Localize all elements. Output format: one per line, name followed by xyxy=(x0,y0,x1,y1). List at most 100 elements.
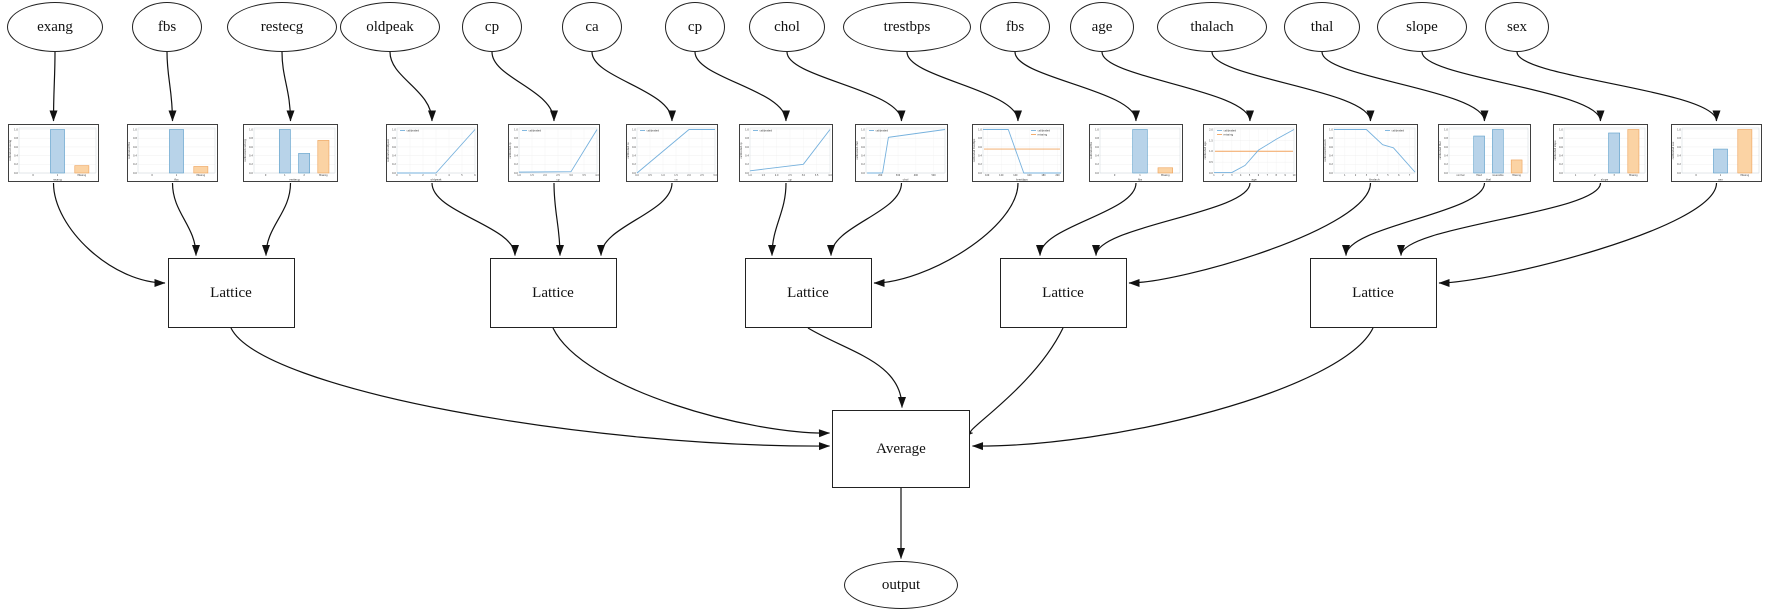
y-axis-label: calibrated cp xyxy=(739,142,743,159)
calibrated-bar xyxy=(1132,129,1148,174)
svg-text:reversible: reversible xyxy=(1492,174,1504,177)
calibrated-line xyxy=(749,129,831,172)
svg-text:0.8: 0.8 xyxy=(632,137,636,140)
svg-text:Missing: Missing xyxy=(78,174,87,177)
calibrated-line xyxy=(983,129,1061,174)
svg-text:0.4: 0.4 xyxy=(978,155,982,158)
svg-text:1.0: 1.0 xyxy=(861,128,865,131)
missing-bar xyxy=(1737,129,1753,174)
y-axis-label: calibrated slope xyxy=(1553,140,1557,160)
svg-text:0.6: 0.6 xyxy=(1677,146,1681,149)
edge-exang-to-chart xyxy=(49,51,58,122)
svg-text:0.6: 0.6 xyxy=(133,146,137,149)
legend-entry: calibrated xyxy=(407,128,420,132)
edge-chart-5-to-lattice-1 xyxy=(597,182,673,256)
svg-text:0.2: 0.2 xyxy=(978,163,982,166)
svg-text:0.8: 0.8 xyxy=(249,137,253,140)
svg-text:2.5: 2.5 xyxy=(788,174,792,177)
svg-text:400: 400 xyxy=(914,174,919,177)
edge-chart-6-to-lattice-2 xyxy=(768,182,787,256)
missing-bar xyxy=(1157,167,1173,174)
svg-text:0.4: 0.4 xyxy=(514,155,518,158)
svg-text:0.0: 0.0 xyxy=(14,172,18,175)
missing-bar xyxy=(317,140,330,174)
lattice-node-2: Lattice xyxy=(744,258,872,328)
svg-text:0.8: 0.8 xyxy=(392,137,396,140)
y-axis-label: calibrated sex xyxy=(1671,141,1675,159)
x-axis-label: thal xyxy=(1486,178,1492,182)
svg-text:0.2: 0.2 xyxy=(1329,163,1333,166)
edge-lattice-4-to-average xyxy=(972,327,1374,451)
svg-text:200: 200 xyxy=(1055,174,1060,177)
edge-chol-to-chart xyxy=(786,51,906,122)
lattice-node-4: Lattice xyxy=(1309,258,1437,328)
y-axis-label: calibrated oldpeak xyxy=(386,138,390,162)
svg-text:0.0: 0.0 xyxy=(978,172,982,175)
svg-text:0.0: 0.0 xyxy=(249,172,253,175)
svg-text:0.0: 0.0 xyxy=(1095,172,1099,175)
svg-text:1.0: 1.0 xyxy=(249,128,253,131)
y-axis-label: calibrated fbs xyxy=(127,141,131,159)
x-axis-label: restecg xyxy=(289,178,300,182)
svg-text:0.8: 0.8 xyxy=(1559,137,1563,140)
svg-text:1.0: 1.0 xyxy=(632,128,636,131)
feature-node-2-restecg: restecg xyxy=(227,2,337,52)
svg-text:1.0: 1.0 xyxy=(517,174,521,177)
svg-text:1.0: 1.0 xyxy=(1677,128,1681,131)
calibrated-bar xyxy=(50,129,65,174)
svg-text:fixed: fixed xyxy=(1476,174,1482,177)
svg-text:3: 3 xyxy=(1613,174,1615,177)
svg-text:1: 1 xyxy=(409,174,411,177)
svg-text:1.0: 1.0 xyxy=(1095,128,1099,131)
svg-text:0.2: 0.2 xyxy=(1444,163,1448,166)
y-axis-label: calibrated exang xyxy=(8,140,12,161)
svg-text:0.4: 0.4 xyxy=(1677,155,1681,158)
edge-thal-to-chart xyxy=(1321,51,1489,122)
svg-text:0.0: 0.0 xyxy=(514,172,518,175)
legend-entry: calibrated xyxy=(647,128,660,132)
edge-trestbps-to-chart xyxy=(906,51,1022,122)
svg-text:0.8: 0.8 xyxy=(514,137,518,140)
lattice-node-0: Lattice xyxy=(167,258,295,328)
svg-text:0.0: 0.0 xyxy=(1444,172,1448,175)
svg-text:1.0: 1.0 xyxy=(14,128,18,131)
calibrated-bar xyxy=(1492,129,1504,174)
x-axis-label: fbs xyxy=(174,178,179,182)
y-axis-label: calibrated trestbps xyxy=(972,138,976,162)
svg-text:1.0: 1.0 xyxy=(1329,128,1333,131)
edge-chart-12-to-lattice-4 xyxy=(1342,182,1486,256)
edge-lattice-1-to-average xyxy=(552,327,830,438)
svg-text:0.0: 0.0 xyxy=(861,172,865,175)
svg-text:2: 2 xyxy=(303,174,305,177)
svg-text:1: 1 xyxy=(1139,174,1141,177)
y-axis-label: calibrated cp xyxy=(508,142,512,159)
svg-text:1.5: 1.5 xyxy=(762,174,766,177)
svg-text:0.0: 0.0 xyxy=(1329,172,1333,175)
svg-text:0.0: 0.0 xyxy=(745,172,749,175)
svg-text:3.0: 3.0 xyxy=(802,174,806,177)
x-axis-label: trestbps xyxy=(1016,178,1028,182)
svg-text:300: 300 xyxy=(896,174,901,177)
svg-text:1.0: 1.0 xyxy=(978,128,982,131)
svg-text:0.4: 0.4 xyxy=(632,155,636,158)
svg-text:0.6: 0.6 xyxy=(1329,146,1333,149)
x-axis-label: exang xyxy=(53,178,62,182)
edge-age-to-chart xyxy=(1101,51,1254,122)
calibrated-line xyxy=(397,129,476,174)
svg-text:0.4: 0.4 xyxy=(249,155,253,158)
legend-entry: missing xyxy=(1224,132,1234,136)
svg-text:6: 6 xyxy=(474,174,476,177)
y-axis-label: calibrated thalach xyxy=(1323,139,1327,162)
legend-entry: calibrated xyxy=(1224,128,1237,132)
feature-node-4-cp: cp xyxy=(462,2,522,52)
svg-text:Missing: Missing xyxy=(1629,174,1638,177)
legend-entry: calibrated xyxy=(760,128,773,132)
svg-text:8: 8 xyxy=(1276,174,1278,177)
svg-text:1.5: 1.5 xyxy=(530,174,534,177)
calibrated-line xyxy=(1214,129,1295,174)
svg-text:3.0: 3.0 xyxy=(713,174,717,177)
feature-node-9-fbs: fbs xyxy=(980,2,1050,52)
